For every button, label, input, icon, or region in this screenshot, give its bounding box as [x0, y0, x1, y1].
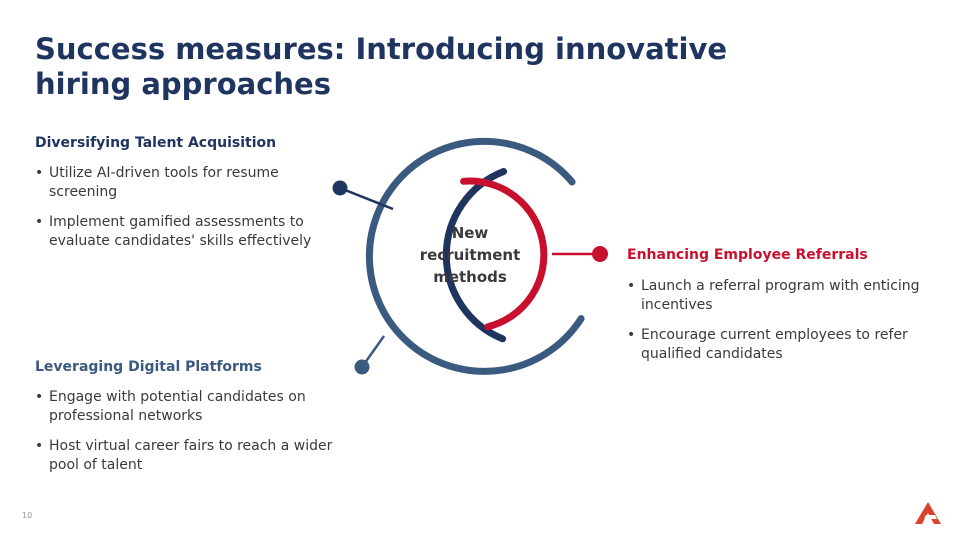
connector-dot-right — [592, 246, 608, 262]
page-number: 10 — [22, 511, 33, 520]
outer-ring — [365, 137, 585, 375]
bullet-list-employee-referrals: Launch a referral program with enticing … — [627, 277, 937, 375]
diagram-center-label: New recruitment methods — [419, 224, 521, 286]
bullet-item: Encourage current employees to refer qua… — [627, 326, 937, 364]
section-heading-digital-platforms: Leveraging Digital Platforms — [35, 359, 262, 375]
bullet-list-diversifying-talent: Utilize AI-driven tools for resume scree… — [35, 164, 335, 262]
middle-ring — [442, 168, 508, 343]
inner-ring — [460, 177, 548, 331]
bullet-item: Utilize AI-driven tools for resume scree… — [35, 164, 335, 202]
bullet-item: Implement gamified assessments to evalua… — [35, 213, 335, 251]
bullet-item: Engage with potential candidates on prof… — [35, 388, 335, 426]
connector-line-top-left — [339, 186, 394, 211]
concentric-rings-diagram — [332, 137, 608, 375]
company-logo-icon — [915, 502, 941, 524]
connector-dot-top-left — [332, 180, 348, 196]
bullet-list-digital-platforms: Engage with potential candidates on prof… — [35, 388, 335, 486]
connector-dot-bottom-left — [354, 359, 370, 375]
slide-title: Success measures: Introducing innovative… — [35, 32, 728, 101]
bullet-item: Host virtual career fairs to reach a wid… — [35, 437, 335, 475]
bullet-item: Launch a referral program with enticing … — [627, 277, 937, 315]
section-heading-diversifying-talent: Diversifying Talent Acquisition — [35, 135, 277, 151]
section-heading-employee-referrals: Enhancing Employee Referrals — [627, 247, 868, 263]
